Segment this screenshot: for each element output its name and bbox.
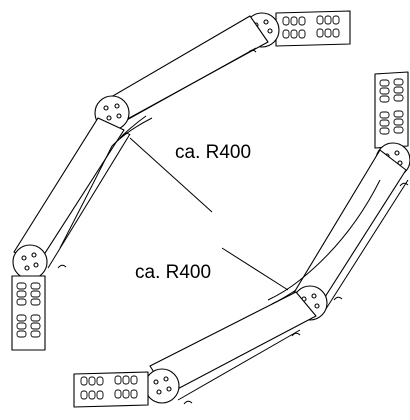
end-plate-right: [374, 71, 409, 149]
slots-top-plate: [282, 15, 340, 39]
end-plate-left: [11, 275, 46, 351]
upper-bend-assembly: [11, 10, 351, 351]
radius-label-lower: ca. R400: [135, 262, 212, 283]
hinge-bottom: [144, 368, 180, 404]
tray-segment-upper: [105, 15, 269, 126]
radius-leader-lower: [221, 247, 289, 291]
radius-leader-upper: [129, 137, 213, 213]
inner-radius-curve-upper-2: [119, 115, 147, 139]
lower-bend-assembly: [73, 71, 410, 408]
slots-bottom-plate: [80, 375, 138, 400]
inner-radius-curve-upper: [59, 117, 153, 249]
end-plate-top: [275, 10, 351, 47]
radius-label-upper: ca. R400: [175, 142, 252, 163]
hinge-bottom-left: [12, 244, 48, 280]
slots-right-plate: [379, 78, 404, 135]
slots-left-plate: [16, 282, 41, 338]
inner-radius-curve-lower: [267, 179, 381, 301]
end-plate-bottom: [73, 371, 149, 408]
